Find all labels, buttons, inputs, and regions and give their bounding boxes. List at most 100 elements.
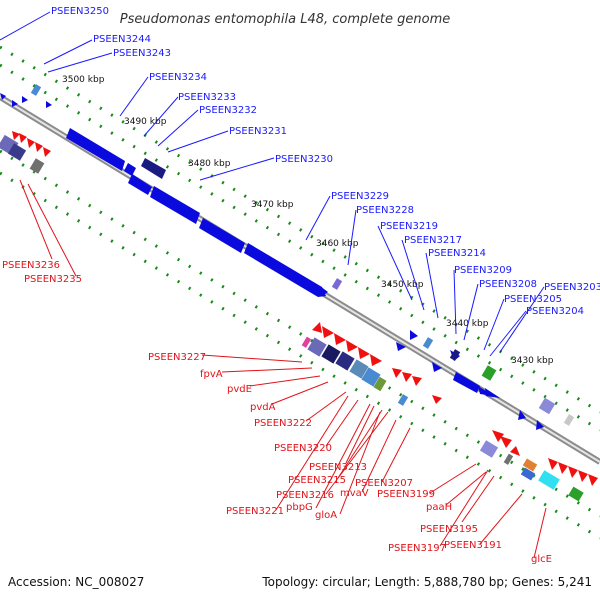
gene-arrow [0,93,6,100]
gene-box [349,359,369,379]
gene-label: PSEEN3235 [24,274,82,285]
gene-label: PSEEN3213 [309,462,367,473]
gene-arrow [548,458,558,470]
gene-arrow [46,101,52,108]
gene-label: PSEEN3222 [254,418,312,429]
gene-arrow [485,388,500,398]
gene-box [538,470,560,490]
gene-box [422,337,434,349]
gene-arrow [412,376,422,386]
gene-arrow [35,142,43,152]
gene-arrow [432,362,442,372]
gene-label: PSEEN3230 [275,154,333,165]
gene-arrow [558,462,568,474]
gene-box [568,486,584,502]
gene-box [563,414,575,426]
tick-label: 3500 kbp [62,75,105,85]
gene-arrow [492,430,504,442]
gene-arrow [312,322,322,333]
gene-arrow [396,342,406,351]
gene-label: PSEEN3217 [404,235,462,246]
gene-label: gloA [315,510,337,521]
tick-label: 3480 kbp [188,159,231,169]
gene-box [361,367,381,387]
gene-label: PSEEN3227 [148,352,206,363]
gene-box [307,337,327,357]
gene-label: PSEEN3209 [454,265,512,276]
gene-label: glcE [531,554,552,565]
gene-label: PSEEN3231 [229,126,287,137]
gene-label: PSEEN3203 [544,282,600,293]
gene-arrow [244,243,326,297]
gene-label: PSEEN3221 [226,506,284,517]
gene-box [397,394,409,406]
gene-arrow [578,470,588,482]
gene-arrow [334,333,346,345]
gene-label: PSEEN3191 [444,540,502,551]
gene-arrow [518,410,526,420]
gene-arrow [320,286,328,296]
gene-arrow [500,436,512,448]
gene-label: mvaV [340,488,369,499]
gene-label: pbpG [286,502,313,513]
ruler-ticks: 3500 kbp 3490 kbp 3480 kbp 3470 kbp 3460… [62,75,554,366]
gene-label: PSEEN3244 [93,34,151,45]
tick-label: 3470 kbp [251,200,294,210]
tick-label: 3460 kbp [316,239,359,249]
gene-label: PSEEN3232 [199,105,257,116]
gene-arrow [199,218,245,253]
gene-box [301,336,312,348]
forward-label-text: PSEEN3250 PSEEN3244 PSEEN3243 PSEEN3234 … [51,6,600,317]
gene-arrow [322,326,334,338]
gene-box [7,143,27,161]
gene-box [449,349,461,361]
gene-arrow [128,174,152,195]
tick-label: 3490 kbp [124,117,167,127]
gene-label: PSEEN3208 [479,279,537,290]
gene-box [29,158,45,174]
gene-label: PSEEN3199 [377,489,435,500]
gene-arrow [346,340,358,352]
gene-label: pvdE [227,384,252,395]
gene-box [538,397,556,415]
gene-label: PSEEN3216 [276,490,334,501]
genome-summary-text: Topology: circular; Length: 5,888,780 bp… [261,575,592,589]
gene-label: PSEEN3243 [113,48,171,59]
gene-arrow [124,163,136,176]
gene-arrow [12,100,18,107]
gene-arrow [358,347,370,359]
gene-label: pvdA [250,402,276,413]
tick-label: 3430 kbp [511,356,554,366]
gene-label: PSEEN3234 [149,72,207,83]
gene-label: PSEEN3204 [526,306,584,317]
dotted-tracks [0,45,600,540]
gene-label: PSEEN3215 [288,475,346,486]
forward-labels [0,11,545,357]
gene-arrow [66,128,125,171]
gene-box [522,458,538,472]
gene-arrow [12,131,20,140]
gene-arrow [536,420,544,430]
gene-arrow [150,186,200,224]
gene-label: PSEEN3228 [356,205,414,216]
tick-label: 3450 kbp [381,280,424,290]
forward-genes [0,84,575,430]
gene-arrow [141,158,166,179]
gene-arrow [410,330,418,340]
gene-label: PSEEN3220 [274,443,332,454]
reverse-label-text: PSEEN3236 PSEEN3235 PSEEN3227 fpvA pvdE … [2,260,552,565]
gene-box [335,351,355,371]
gene-label: PSEEN3236 [2,260,60,271]
gene-arrow [432,395,442,404]
gene-arrow [453,372,480,393]
gene-arrow [19,133,27,143]
gene-box [481,365,497,381]
reverse-genes [0,131,598,502]
gene-label: fpvA [200,369,223,380]
gene-label: PSEEN3233 [178,92,236,103]
gene-arrow [27,138,35,148]
gene-box [479,440,499,458]
gene-label: PSEEN3229 [331,191,389,202]
gene-arrow [370,354,382,366]
